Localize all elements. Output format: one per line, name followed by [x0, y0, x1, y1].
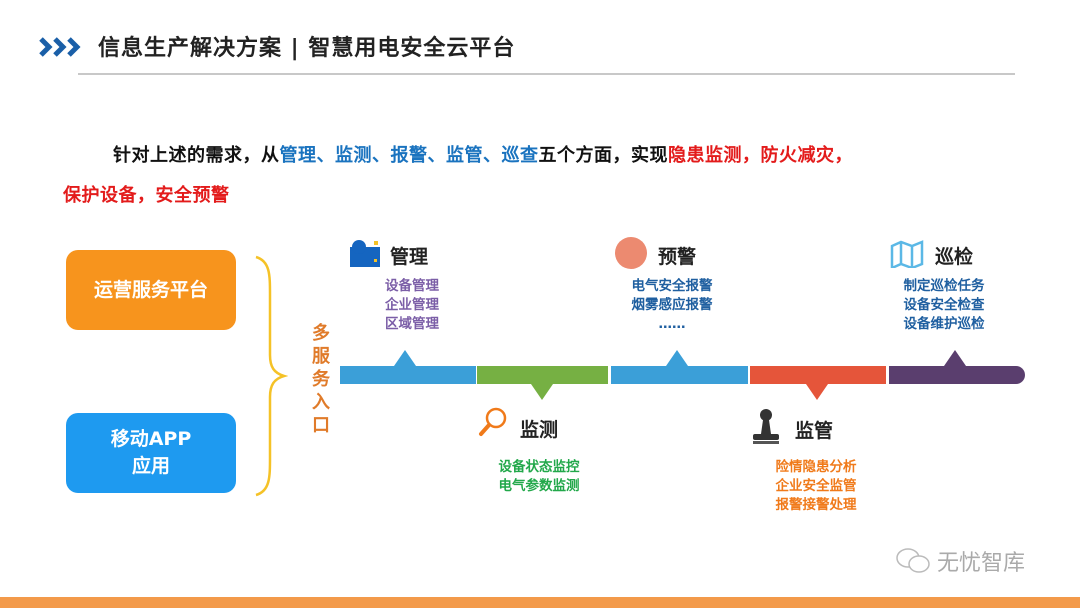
page-title: 信息生产解决方案 | 智慧用电安全云平台 [98, 36, 516, 61]
inspection-items: 制定巡检任务设备安全检查设备维护巡检 [888, 277, 1000, 334]
timeline-segment-warning [611, 366, 748, 384]
footer-bar [0, 597, 1080, 608]
list-item: 烟雾感应报警 [631, 297, 713, 313]
wechat-icon [896, 548, 930, 573]
intro-line1: 针对上述的需求，从管理、监测、报警、监管、巡查五个方面，实现隐患监测，防火减灾， [113, 141, 853, 167]
intro-line2: 保护设备，安全预警 [63, 185, 230, 206]
ops-platform-box[interactable]: 运营服务平台 [66, 250, 236, 330]
timeline-segment-management [340, 366, 476, 384]
watermark: 无忧智库 [895, 545, 1025, 577]
timeline-segment-supervision [750, 366, 886, 384]
divider [78, 73, 1015, 75]
alert-circle-icon [615, 237, 647, 269]
list-item: 企业安全监管 [775, 478, 857, 494]
intro-text: 五个方面，实现 [538, 145, 668, 166]
list-item: …… [658, 316, 686, 332]
pointer-up [394, 350, 416, 366]
watermark-text: 无忧智库 [937, 551, 1026, 576]
mobile-app-box[interactable]: 移动APP应用 [66, 413, 236, 493]
intro-aspects: 管理、监测、报警、监管、巡查 [279, 145, 539, 166]
timeline-segment-inspection [889, 366, 1025, 384]
list-item: 制定巡检任务 [903, 278, 985, 294]
list-item: 电气参数监测 [498, 478, 580, 494]
supervision-items: 险情隐患分析企业安全监管报警接警处理 [760, 458, 872, 515]
monitoring-title: 监测 [520, 419, 559, 441]
map-icon [890, 240, 924, 268]
list-item: 设备维护巡检 [903, 316, 985, 332]
list-item: 区域管理 [385, 316, 439, 332]
pointer-down [531, 384, 553, 400]
management-icon [350, 240, 380, 267]
management-title: 管理 [390, 246, 429, 268]
intro-text: 针对上述的需求，从 [113, 145, 280, 166]
inspection-title: 巡检 [935, 246, 974, 268]
management-items: 设备管理企业管理区域管理 [372, 277, 452, 334]
warning-title: 预警 [658, 246, 697, 268]
intro-goals: 隐患监测，防火减灾， [668, 145, 853, 166]
list-item: 险情隐患分析 [775, 459, 857, 475]
list-item: 报警接警处理 [775, 497, 857, 513]
stamp-icon [753, 409, 779, 444]
pointer-up [944, 350, 966, 366]
supervision-title: 监管 [795, 420, 834, 442]
pointer-down [806, 384, 828, 400]
magnifier-icon [479, 407, 507, 436]
list-item: 设备管理 [385, 278, 439, 294]
list-item: 设备安全检查 [903, 297, 985, 313]
brace [255, 255, 288, 497]
entry-caption: 多服务入口 [312, 323, 330, 436]
pointer-up [666, 350, 688, 366]
list-item: 设备状态监控 [498, 459, 580, 475]
timeline-segment-monitoring [477, 366, 608, 384]
list-item: 电气安全报警 [631, 278, 713, 294]
warning-items: 电气安全报警烟雾感应报警 …… [614, 277, 730, 334]
list-item: 企业管理 [385, 297, 439, 313]
monitoring-items: 设备状态监控电气参数监测 [484, 458, 594, 496]
chevrons-right-icon [39, 37, 81, 57]
